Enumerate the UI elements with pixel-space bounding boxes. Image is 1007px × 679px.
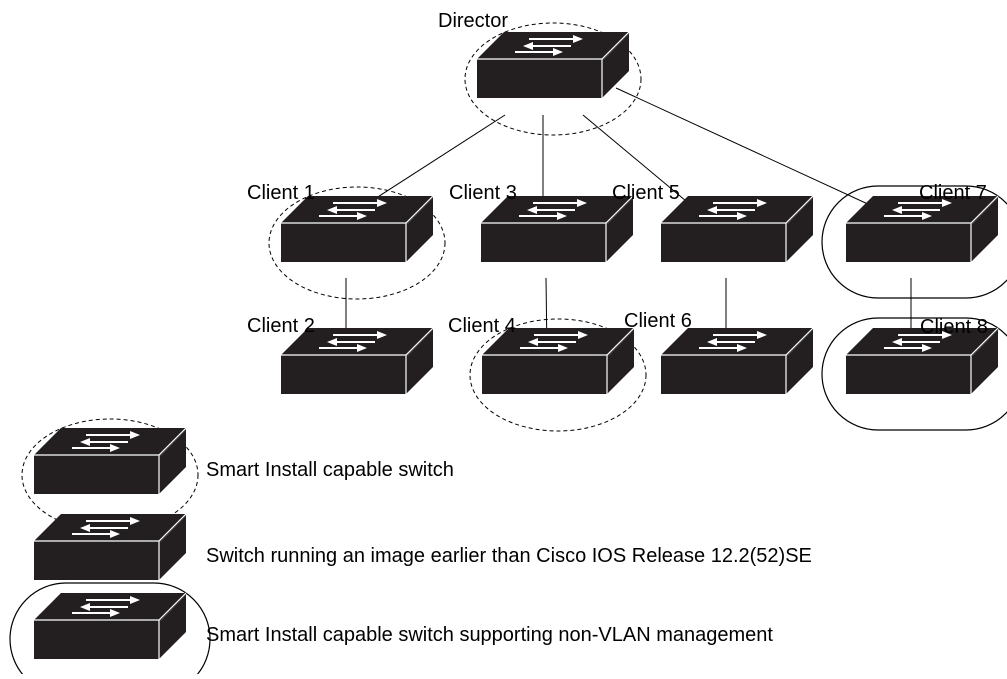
network-switch-icon	[33, 427, 187, 495]
dashed-outline	[464, 22, 642, 136]
network-switch-icon	[280, 195, 434, 263]
node-label-client3: Client 3	[449, 182, 517, 204]
network-switch-icon	[476, 31, 630, 99]
node-client3: Client 3	[449, 182, 634, 263]
link-director-client7	[615, 87, 884, 212]
network-switch-icon	[280, 327, 434, 395]
solid-outline	[821, 317, 1007, 431]
dashed-outline	[268, 186, 446, 300]
legend-item-non-vlan: Smart Install capable switch supporting …	[9, 582, 773, 679]
node-label-client1: Client 1	[247, 182, 315, 204]
network-switch-icon	[481, 327, 635, 395]
node-label-client6: Client 6	[624, 310, 692, 332]
node-client1: Client 1	[247, 182, 446, 300]
legend-text: Smart Install capable switch supporting …	[206, 624, 773, 646]
node-client8: Client 8	[821, 316, 1007, 431]
node-label-client2: Client 2	[247, 315, 315, 337]
legend-text: Switch running an image earlier than Cis…	[206, 545, 812, 567]
node-client4: Client 4	[448, 315, 647, 432]
network-switch-icon	[660, 327, 814, 395]
node-director: Director	[438, 10, 642, 136]
network-switch-icon	[660, 195, 814, 263]
connection-lines	[345, 87, 912, 357]
node-client6: Client 6	[624, 310, 814, 395]
legend-item-plain: Switch running an image earlier than Cis…	[33, 513, 812, 581]
node-client7: Client 7	[821, 182, 1007, 299]
link-director-client1	[355, 114, 506, 212]
solid-outline	[821, 185, 1007, 299]
node-client5: Client 5	[612, 182, 814, 263]
network-switch-icon	[845, 195, 999, 263]
network-switch-icon	[33, 513, 187, 581]
node-label-client5: Client 5	[612, 182, 680, 204]
node-label-director: Director	[438, 10, 508, 32]
node-label-client8: Client 8	[920, 316, 988, 338]
network-switch-icon	[33, 592, 187, 660]
node-label-client4: Client 4	[448, 315, 516, 337]
dashed-outline	[469, 318, 647, 432]
legend-text: Smart Install capable switch	[206, 459, 454, 481]
node-client2: Client 2	[247, 315, 434, 395]
link-director-client5	[582, 114, 699, 212]
node-label-client7: Client 7	[919, 182, 987, 204]
network-switch-icon	[480, 195, 634, 263]
solid-outline	[9, 582, 211, 679]
